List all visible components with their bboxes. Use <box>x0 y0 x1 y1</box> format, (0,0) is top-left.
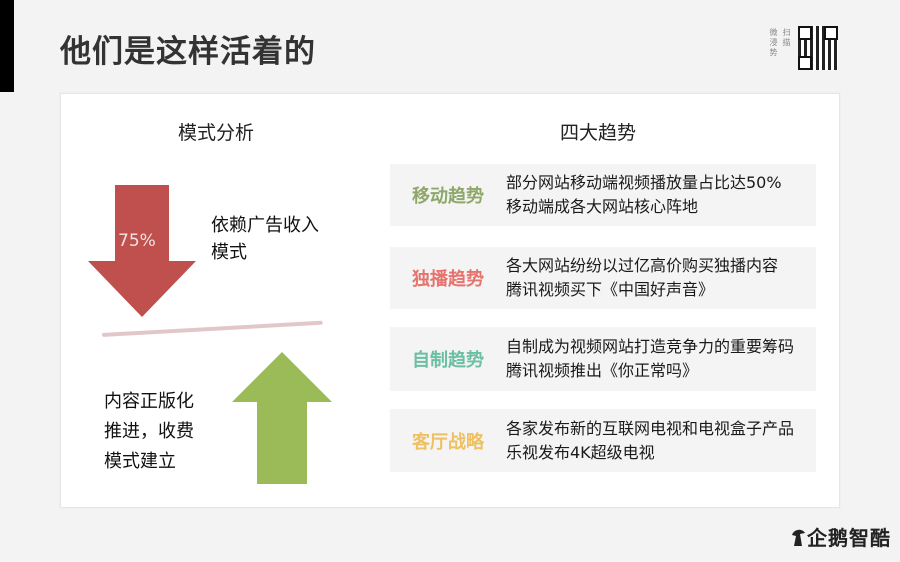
trend-row-living-room: 客厅战略 各家发布新的互联网电视和电视盒子产品 乐视发布4K超级电视 <box>390 409 816 472</box>
trend-text: 部分网站移动端视频播放量占比达50% 移动端成各大网站核心阵地 <box>506 173 782 216</box>
qr-label-col: 扫描 <box>782 28 791 47</box>
qr-label-col: 微浸势 <box>769 28 778 57</box>
trend-tag: 移动趋势 <box>412 186 484 207</box>
qr-block: 微浸势 扫描 <box>768 26 840 72</box>
trend-tag: 客厅战略 <box>412 431 484 453</box>
trend-text: 自制成为视频网站打造竞争力的重要筹码 腾讯视频推出《你正常吗》 <box>506 337 795 380</box>
mode-analysis-title: 模式分析 <box>178 122 255 144</box>
qr-code-icon <box>798 26 838 70</box>
trend-text: 各大网站纷纷以过亿高价购买独播内容 腾讯视频买下《中国好声音》 <box>506 256 779 299</box>
trend-text: 各家发布新的互联网电视和电视盒子产品 乐视发布4K超级电视 <box>506 418 795 462</box>
ad-revenue-text: 依赖广告收入 模式 <box>211 215 319 263</box>
down-arrow-value: 75% <box>118 231 156 251</box>
trend-row-exclusive: 独播趋势 各大网站纷纷以过亿高价购买独播内容 腾讯视频买下《中国好声音》 <box>390 247 816 309</box>
trend-row-mobile: 移动趋势 部分网站移动端视频播放量占比达50% 移动端成各大网站核心阵地 <box>390 164 816 226</box>
qr-label: 微浸势 扫描 <box>768 28 796 58</box>
brand-logo: 企鹅智酷 <box>790 522 891 551</box>
trend-tag: 自制趋势 <box>412 350 484 371</box>
accent-bar <box>0 0 14 92</box>
trend-tag: 独播趋势 <box>412 269 484 290</box>
copyright-text: 内容正版化 推进，收费 模式建立 <box>104 391 194 472</box>
trend-row-original: 自制趋势 自制成为视频网站打造竞争力的重要筹码 腾讯视频推出《你正常吗》 <box>390 327 816 391</box>
down-arrow-icon <box>88 185 196 317</box>
penguin-icon <box>792 529 805 546</box>
up-arrow-icon <box>232 352 332 484</box>
page-title: 他们是这样活着的 <box>60 34 316 70</box>
trends-title: 四大趋势 <box>560 122 637 144</box>
